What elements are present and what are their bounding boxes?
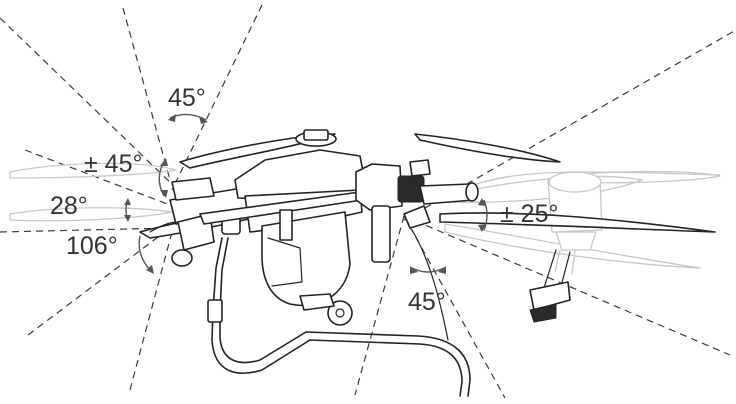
tank-body	[261, 211, 351, 307]
propeller-top-left	[179, 133, 336, 169]
label-lower-left-angle: 106°	[66, 232, 118, 260]
label-top-left-angle: 45°	[168, 84, 206, 112]
propeller-top-right	[414, 133, 561, 163]
ref-line-bottom-left	[129, 231, 173, 391]
label-arm-angle: 28°	[50, 192, 88, 220]
ref-line-bottom-b	[403, 215, 506, 399]
label-tilt-left: ± 45°	[84, 150, 142, 178]
label-bottom-right-angle: 45°	[408, 288, 446, 316]
hub	[355, 163, 403, 211]
ref-line-left-upper	[24, 149, 171, 206]
propeller-right	[439, 212, 716, 233]
ref-line-upper-left	[0, 17, 179, 191]
ref-line-left-lower	[27, 227, 171, 336]
right-box	[371, 205, 391, 263]
ref-line-horizontal	[0, 227, 171, 233]
label-tilt-right: ± 25°	[500, 200, 558, 228]
angle-arcs	[124, 113, 488, 274]
right-nozzle	[529, 249, 571, 323]
angle-labels: 45° ± 45° 28° 106° ± 25° 45°	[50, 84, 558, 316]
ref-line-top-a	[122, 7, 171, 181]
pump	[327, 300, 353, 326]
landing-gear	[207, 229, 471, 397]
propellers	[139, 133, 716, 239]
ref-line-bottom-a	[354, 215, 405, 396]
drone-body	[199, 129, 479, 326]
